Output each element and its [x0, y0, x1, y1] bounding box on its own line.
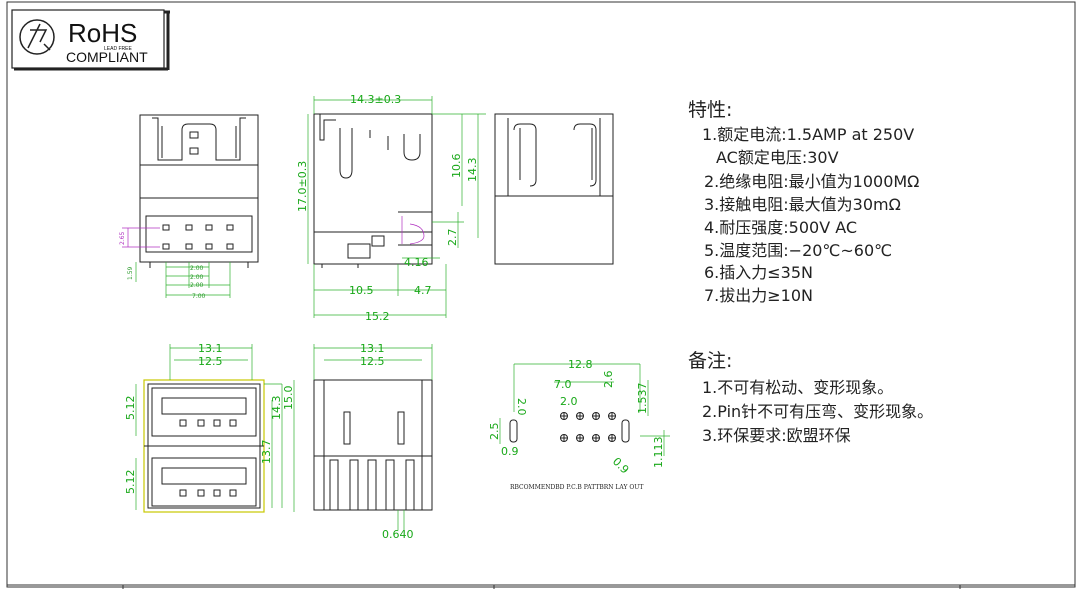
- dim-side-13-1: 13.1: [360, 342, 385, 355]
- rohs-compliant-text: COMPLIANT: [66, 49, 148, 65]
- spec-item-3: 3.接触电阻:最大值为30mΩ: [704, 195, 901, 214]
- rohs-main-text: RoHS: [68, 18, 137, 48]
- dim-2-00-a: 2.00: [190, 265, 204, 272]
- rohs-sub-text: LEAD FREE: [104, 46, 132, 52]
- dim-2-7: 2.7: [446, 229, 459, 247]
- dim-side-12-5: 12.5: [360, 355, 385, 368]
- profile-view: [494, 113, 614, 265]
- dim-14-3-pm: 14.3±0.3: [350, 93, 401, 106]
- dim-front-5-12-b: 5.12: [124, 470, 137, 495]
- front-view: 13.1 12.5 5.12 5.12 13.7 14.3 15.0: [124, 342, 295, 513]
- spec-item-2: 2.绝缘电阻:最小值为1000MΩ: [704, 172, 919, 191]
- dim-10-6: 10.6: [450, 154, 463, 179]
- pcb-layout: 12.8 7.0 2.0 2.0 2.6 1.537 2.5 0.9 0.9 1…: [488, 358, 670, 491]
- dim-pcb-2-6: 2.6: [602, 371, 615, 389]
- dim-front-15-0: 15.0: [282, 386, 295, 411]
- dim-2-00-b: 2.00: [190, 274, 204, 281]
- dim-pcb-12-8: 12.8: [568, 358, 593, 371]
- dim-17-0-pm: 17.0±0.3: [296, 161, 309, 212]
- dim-14-3-v: 14.3: [466, 158, 479, 183]
- pcb-pin-holes: [560, 412, 616, 442]
- dim-pcb-0-9-a: 0.9: [501, 445, 519, 458]
- top-view: 14.3±0.3 17.0±0.3 10.6 14.3 2.7 4.16 10.…: [296, 93, 486, 323]
- dim-pcb-1-113: 1.113: [652, 437, 665, 469]
- dim-2-00-c: 2.00: [190, 282, 204, 289]
- dim-front-14-3: 14.3: [270, 396, 283, 421]
- spec-title: 特性:: [688, 99, 732, 121]
- dim-1-59: 1.59: [127, 266, 134, 280]
- notes-title: 备注:: [688, 350, 732, 372]
- dim-pcb-7-0: 7.0: [554, 378, 572, 391]
- dim-front-5-12-a: 5.12: [124, 396, 137, 421]
- sheet-frame: [6, 1, 1076, 589]
- spec-item-1b: AC额定电压:30V: [716, 148, 839, 167]
- note-item-2: 2.Pin针不可有压弯、变形现象。: [702, 402, 933, 421]
- dim-pcb-2-0-b: 2.0: [560, 395, 578, 408]
- dim-pcb-0-9-b: 0.9: [610, 455, 632, 477]
- pcb-caption: RBCOMMENDBD P.C.B PATTBRN LAY OUT: [510, 484, 643, 491]
- spec-item-7: 7.拔出力≥10N: [704, 286, 813, 305]
- rohs-logo: RoHS LEAD FREE COMPLIANT: [11, 9, 170, 71]
- dim-side-0-640: 0.640: [382, 528, 414, 541]
- notes-block: 备注: 1.不可有松动、变形现象。 2.Pin针不可有压弯、变形现象。 3.环保…: [688, 350, 933, 445]
- note-item-3: 3.环保要求:欧盟环保: [702, 426, 851, 445]
- dim-pcb-2-5: 2.5: [488, 423, 501, 441]
- dim-front-12-5: 12.5: [198, 355, 223, 368]
- dim-10-5: 10.5: [349, 284, 374, 297]
- dim-15-2: 15.2: [365, 310, 390, 323]
- spec-item-6: 6.插入力≤35N: [704, 263, 813, 282]
- dim-front-13-1: 13.1: [198, 342, 223, 355]
- note-item-1: 1.不可有松动、变形现象。: [702, 378, 893, 397]
- left-view: 2.65 1.59 2.00 2.00 2.00 7.00: [119, 114, 259, 300]
- recycle-icon: [19, 19, 55, 55]
- spec-item-5: 5.温度范围:−20℃~60℃: [704, 241, 892, 260]
- dim-pcb-2-0-a: 2.0: [515, 398, 528, 416]
- dim-pcb-1-537: 1.537: [636, 383, 649, 415]
- dim-front-13-7: 13.7: [260, 440, 273, 465]
- spec-item-1: 1.额定电流:1.5AMP at 250V: [702, 125, 914, 144]
- side-view: 13.1 12.5 0.640: [313, 342, 433, 541]
- spec-block: 特性: 1.额定电流:1.5AMP at 250V AC额定电压:30V 2.绝…: [688, 99, 919, 305]
- dim-7-00: 7.00: [192, 293, 206, 300]
- dim-4-7: 4.7: [414, 284, 432, 297]
- spec-item-4: 4.耐压强度:500V AC: [704, 218, 857, 237]
- dim-4-16: 4.16: [404, 256, 429, 269]
- dim-2-65: 2.65: [119, 231, 126, 245]
